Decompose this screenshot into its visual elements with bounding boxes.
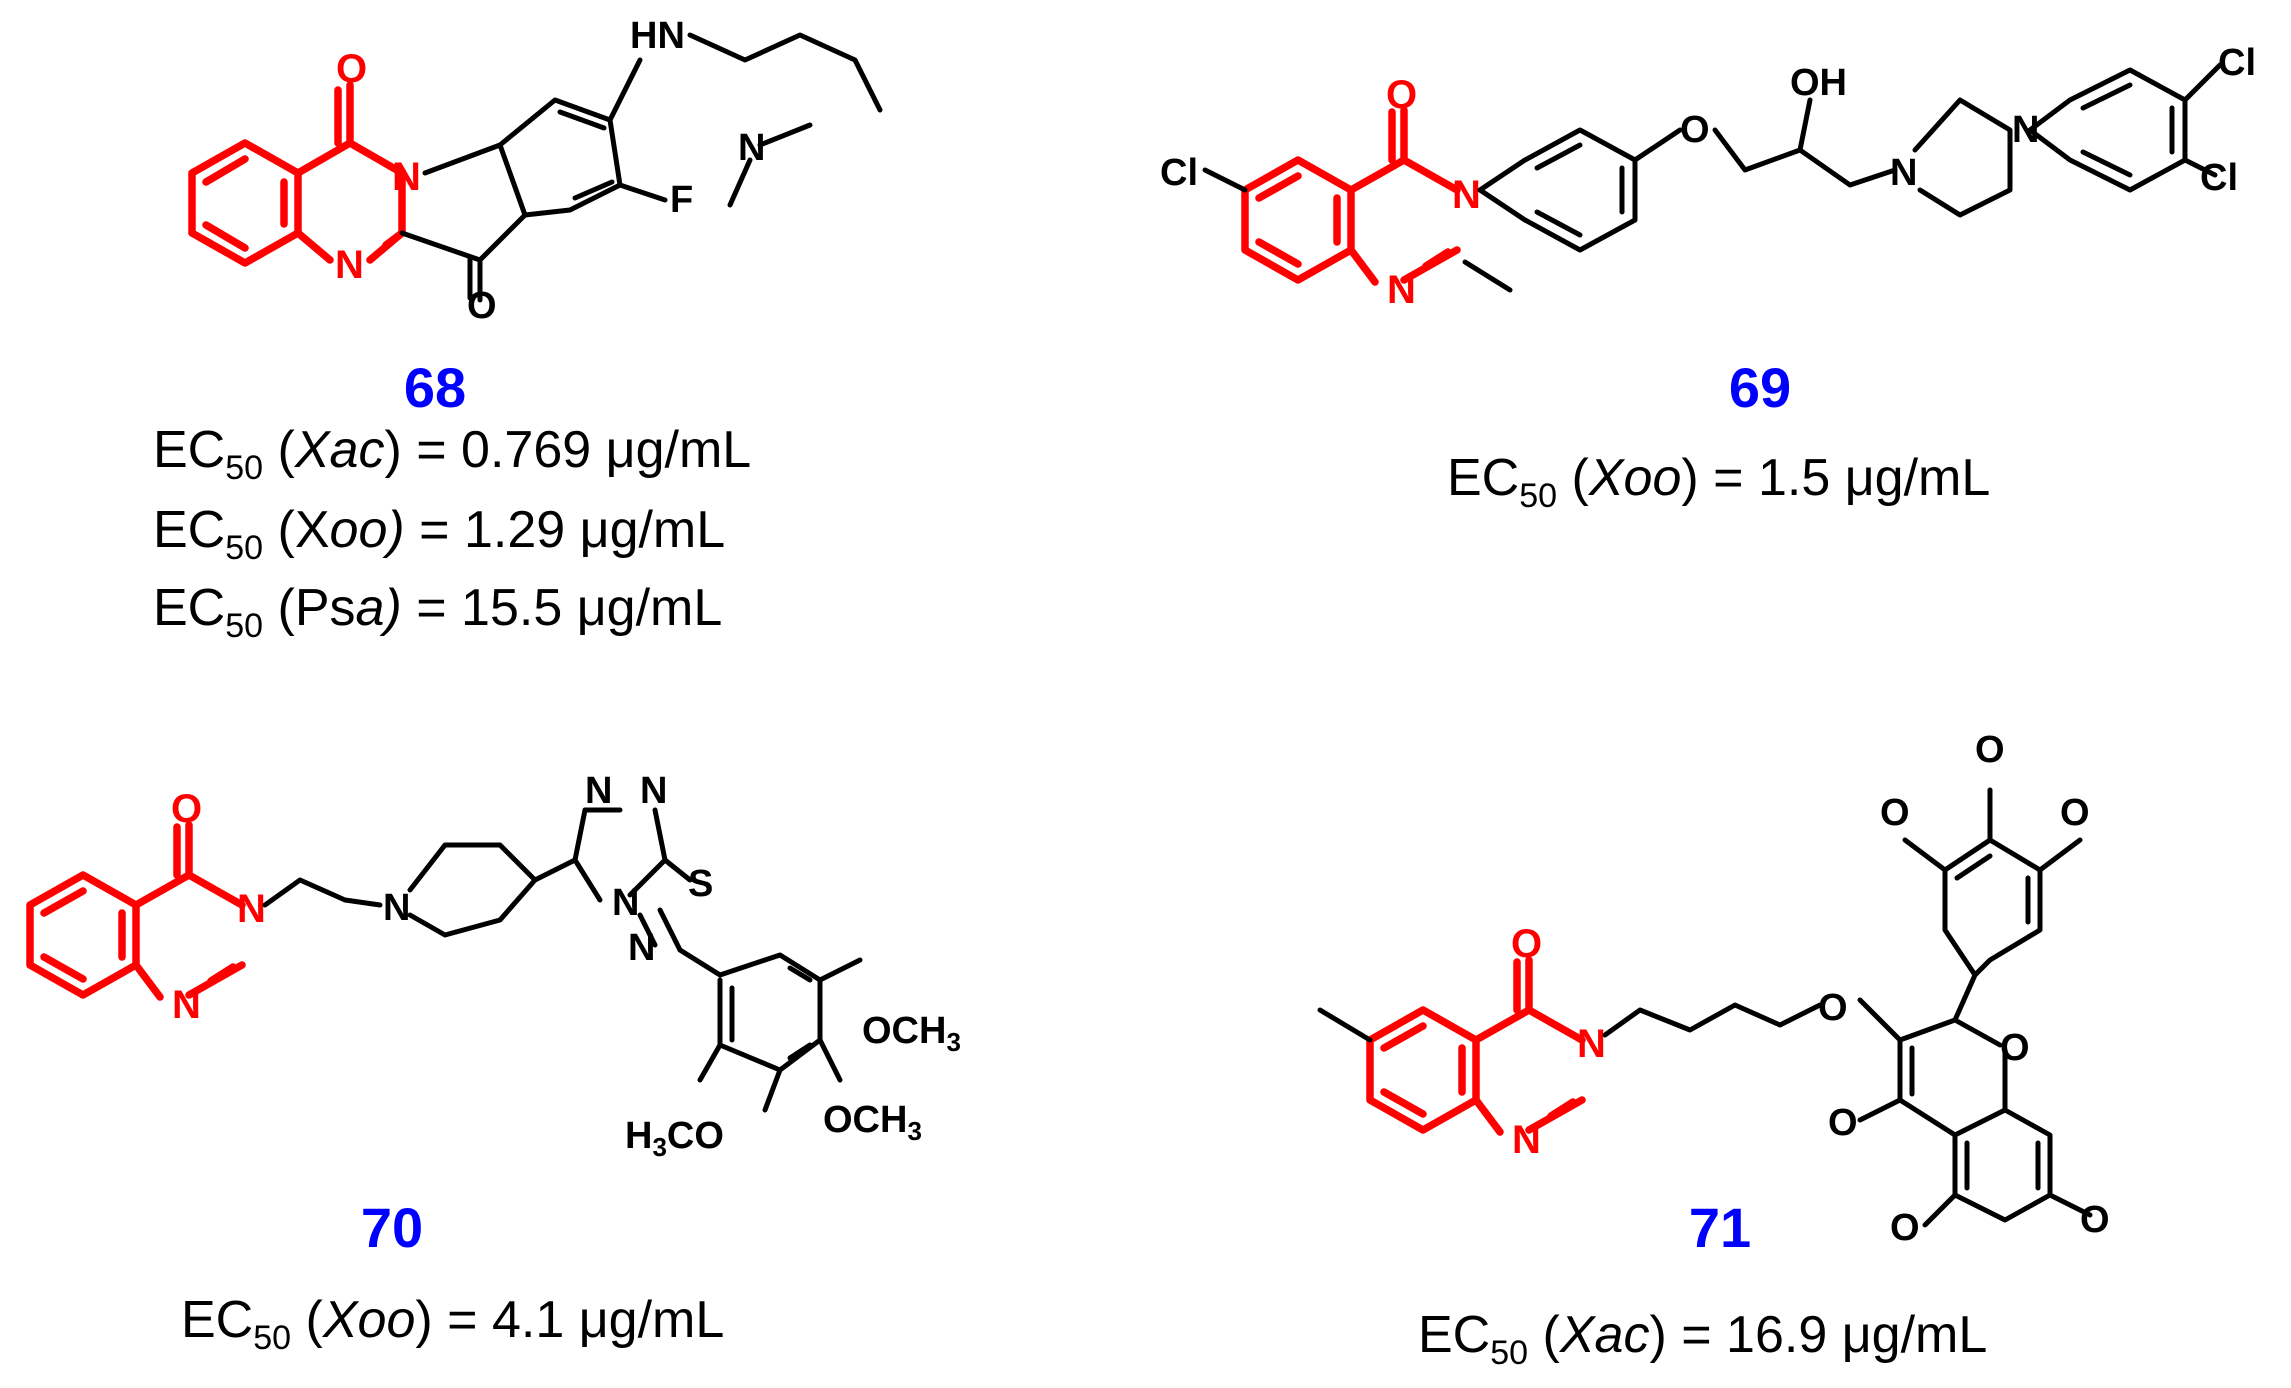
atom-O: O [171,787,202,831]
atom-O: O [467,285,497,327]
atom-N: N [1577,1022,1606,1066]
atom-O: O [1511,922,1542,966]
atom-N: N [383,887,410,929]
atom-N: N [738,127,765,169]
activity-70-xoo: EC50 (Xoo) = 4.1 μg/mL [181,1291,725,1357]
atom-F: F [670,179,693,221]
activity-71-xac: EC50 (Xac) = 16.9 μg/mL [1418,1306,1988,1372]
atom-OCH3: OCH3 [823,1099,922,1146]
atom-N: N [335,243,364,287]
activity-68-xoo: EC50 (Xoo) = 1.29 μg/mL [153,501,726,567]
compound-label-71: 71 [1688,1196,1752,1259]
atom-O: O [2000,1027,2030,1069]
atom-O: O [1828,1102,1858,1144]
compound-label-68: 68 [403,356,467,419]
atom-O: O [1880,792,1910,834]
atom-N: N [237,887,266,931]
atom-H3CO: H3CO [625,1115,724,1162]
structure-70: O N N N N N S N N OCH3 OCH3 H3CO [26,770,961,1162]
atom-Cl: Cl [1160,152,1198,194]
atom-N: N [585,770,612,812]
atom-N: N [612,882,639,924]
activity-68-psa: EC50 (Psa) = 15.5 μg/mL [153,579,723,645]
atom-O: O [1890,1207,1920,1249]
atom-Cl: Cl [2218,42,2256,84]
structure-71: O N N O O O O O O O O [1317,729,2110,1249]
atom-N: N [640,770,667,812]
atom-OCH3: OCH3 [862,1010,961,1057]
atom-O: O [1386,73,1417,117]
atom-N: N [2012,109,2039,151]
atom-OH: OH [1790,62,1847,104]
atom-O: O [1818,987,1848,1029]
atom-O: O [1975,729,2005,771]
structure-68: O N N O HN F N [188,15,883,327]
atom-N: N [1387,268,1416,312]
atom-N: N [1890,152,1917,194]
atom-Cl: Cl [2200,157,2238,199]
atom-N: N [392,155,421,199]
compound-label-69: 69 [1728,356,1792,419]
atom-O: O [1680,109,1710,151]
atom-O: O [2060,792,2090,834]
activity-68-xac: EC50 (Xac) = 0.769 μg/mL [153,421,752,487]
atom-O: O [2080,1199,2110,1241]
activity-69-xoo: EC50 (Xoo) = 1.5 μg/mL [1447,449,1991,515]
atom-HN: HN [630,15,685,57]
compound-label-70: 70 [360,1196,424,1259]
atom-N: N [1512,1118,1541,1162]
atom-N: N [1452,173,1481,217]
atom-S: S [688,863,713,905]
atom-O: O [336,47,367,91]
atom-N: N [172,983,201,1027]
structure-69: O N N Cl O OH N N Cl Cl [1160,42,2256,312]
atom-N: N [628,927,655,969]
